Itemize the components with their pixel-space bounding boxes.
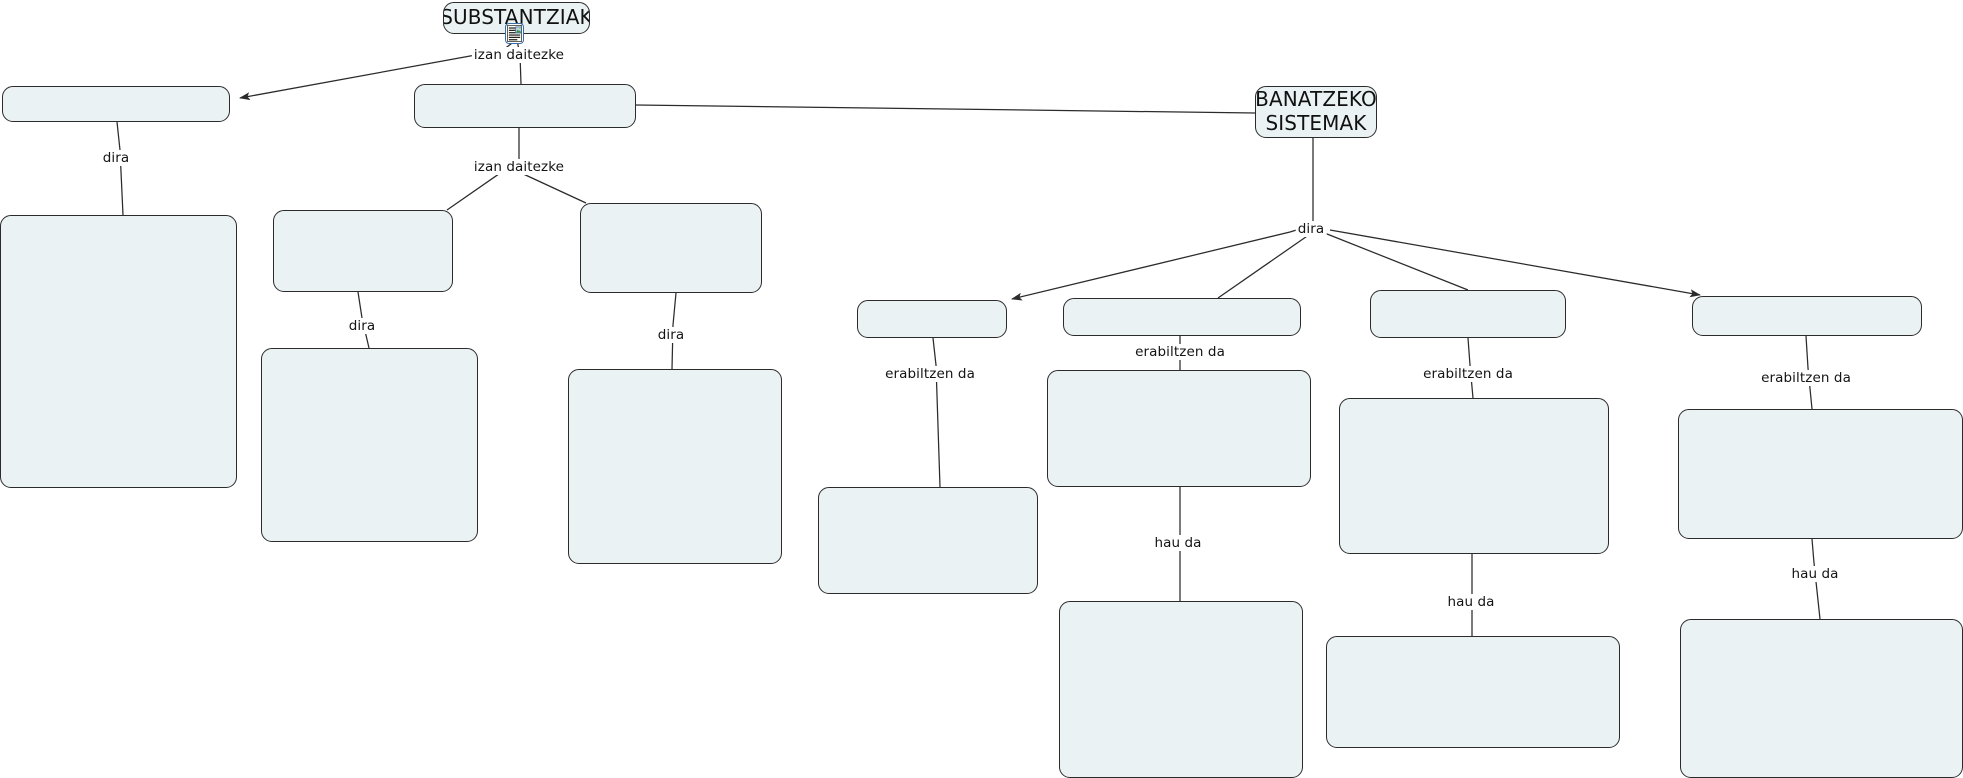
concept-node-n-b4a[interactable] bbox=[1678, 409, 1963, 539]
connector-l-hub-b1 bbox=[1011, 138, 1314, 301]
concept-node-n-mid-b2[interactable] bbox=[568, 369, 782, 564]
concept-node-n-b2b[interactable] bbox=[1326, 636, 1620, 748]
concept-node-n-mid-top[interactable] bbox=[414, 84, 636, 128]
concept-node-n-banatzeko[interactable]: BANATZEKO SISTEMAK bbox=[1255, 86, 1377, 138]
link-label-l-b2a-b1b[interactable]: hau da bbox=[1152, 535, 1204, 551]
concept-node-n-b3[interactable] bbox=[1370, 290, 1566, 338]
concept-node-n-b4[interactable] bbox=[1692, 296, 1922, 336]
link-label-l-b1-b1a[interactable]: erabiltzen da bbox=[883, 366, 977, 382]
link-label-l-mid-b2[interactable]: dira bbox=[655, 327, 687, 343]
connector-l-mid-b bbox=[518, 171, 587, 204]
link-label-l-b2-b2a[interactable]: erabiltzen da bbox=[1133, 344, 1227, 360]
concept-node-n-b1[interactable] bbox=[857, 300, 1007, 338]
link-label-l-b4-b4a[interactable]: erabiltzen da bbox=[1759, 370, 1853, 386]
concept-node-n-b2[interactable] bbox=[1063, 298, 1301, 336]
link-label-l-lefttop-big[interactable]: dira bbox=[100, 150, 132, 166]
link-label-l-mid-a[interactable]: izan daitezke bbox=[471, 159, 567, 175]
connector-l-lefttop-big bbox=[116, 121, 124, 216]
concept-node-n-left-top[interactable] bbox=[2, 86, 230, 122]
link-label-l-mid-a2[interactable]: dira bbox=[346, 318, 378, 334]
connector-l-mid-banatz bbox=[635, 104, 1256, 114]
connector-l-b1-b1a bbox=[932, 337, 941, 488]
resource-document-icon[interactable] bbox=[505, 23, 524, 44]
concept-node-n-mid-b[interactable] bbox=[580, 203, 762, 293]
link-label-l-b3a-b2b[interactable]: hau da bbox=[1445, 594, 1497, 610]
concept-node-n-mid-a[interactable] bbox=[273, 210, 453, 292]
link-label-l-root-left[interactable]: izan daitezke bbox=[471, 47, 567, 63]
link-label-l-b4a-b3b[interactable]: hau da bbox=[1789, 566, 1841, 582]
concept-node-n-b2a[interactable] bbox=[1047, 370, 1311, 487]
concept-node-n-left-big[interactable] bbox=[0, 215, 237, 488]
connector-l-hub-b4 bbox=[1329, 229, 1701, 298]
link-label-l-b3-b3a[interactable]: erabiltzen da bbox=[1421, 366, 1515, 382]
link-label-l-hub-b1[interactable]: dira bbox=[1295, 221, 1327, 237]
connector-l-hub-b2 bbox=[1217, 231, 1314, 299]
concept-node-n-mid-a2[interactable] bbox=[261, 348, 478, 542]
connector-l-hub-b3 bbox=[1321, 231, 1469, 291]
concept-node-n-b3a[interactable] bbox=[1339, 398, 1609, 554]
concept-node-n-b3b[interactable] bbox=[1680, 619, 1963, 778]
concept-node-n-b1b[interactable] bbox=[1059, 601, 1303, 778]
concept-node-n-b1a[interactable] bbox=[818, 487, 1038, 594]
